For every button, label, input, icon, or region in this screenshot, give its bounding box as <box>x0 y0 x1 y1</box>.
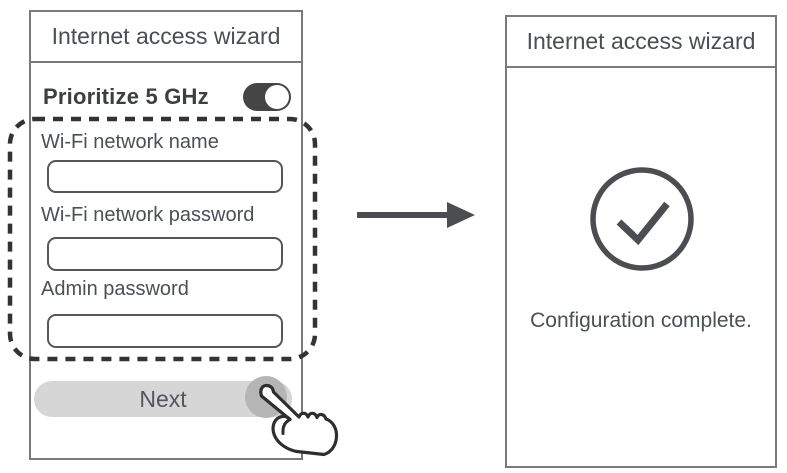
right-panel-title: Internet access wizard <box>507 17 775 68</box>
toggle-knob-icon <box>265 85 289 109</box>
wifi-name-label: Wi-Fi network name <box>41 131 219 153</box>
next-button[interactable]: Next <box>34 381 292 417</box>
wifi-password-label: Wi-Fi network password <box>41 204 255 226</box>
prioritize-5ghz-label: Prioritize 5 GHz <box>43 84 209 109</box>
admin-password-input[interactable] <box>47 314 283 348</box>
admin-password-label: Admin password <box>41 278 189 300</box>
next-button-label: Next <box>139 385 187 412</box>
wifi-name-input[interactable] <box>47 160 283 193</box>
check-circle-ring <box>590 167 694 271</box>
prioritize-row: Prioritize 5 GHz <box>43 82 291 112</box>
check-circle-icon <box>590 167 694 271</box>
check-mark <box>616 201 670 246</box>
wifi-password-input[interactable] <box>47 237 283 271</box>
wizard-setup-screen: Internet access wizard Prioritize 5 GHz … <box>29 10 303 460</box>
prioritize-5ghz-toggle[interactable] <box>243 83 291 111</box>
right-arrow-icon <box>357 202 475 228</box>
status-text: Configuration complete. <box>530 309 752 332</box>
wizard-complete-screen: Internet access wizard Configuration com… <box>505 15 777 468</box>
left-panel-title: Internet access wizard <box>31 12 301 63</box>
